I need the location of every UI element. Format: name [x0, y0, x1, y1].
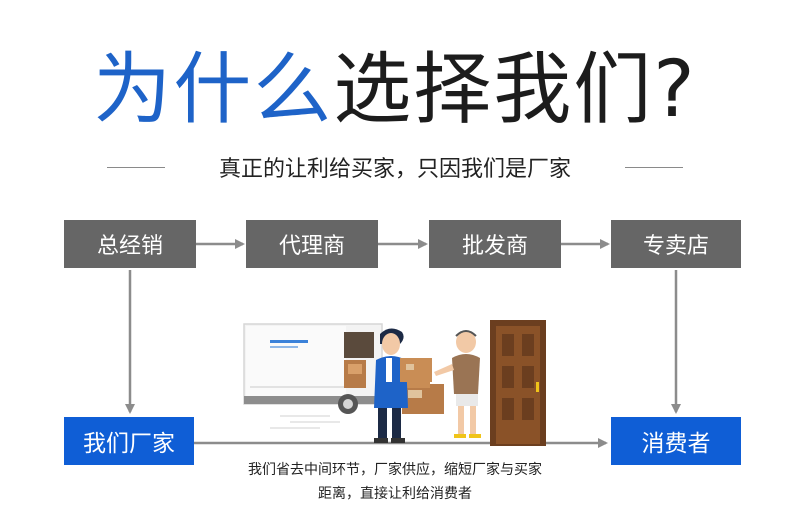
door-illustration — [490, 320, 546, 446]
truck-illustration — [243, 323, 383, 429]
chain-box-step4: 专卖店 — [611, 220, 741, 268]
chain-box-step1: 总经销 — [64, 220, 196, 268]
caption-line-2: 距离，直接让利给消费者 — [318, 486, 472, 502]
title-rest: 选择我们? — [333, 45, 697, 135]
chain-box-step2: 代理商 — [246, 220, 378, 268]
title-highlight: 为什么 — [93, 45, 334, 135]
consumer-box: 消费者 — [611, 417, 741, 465]
customer-illustration — [434, 330, 481, 438]
subtitle-rule-right — [625, 167, 683, 168]
subtitle: 真正的让利给买家，只因我们是厂家 — [218, 157, 571, 182]
factory-box: 我们厂家 — [64, 417, 194, 465]
caption-line-1: 我们省去中间环节，厂家供应，缩短厂家与买家 — [248, 462, 542, 478]
page-title: 为什么选择我们? — [0, 40, 790, 140]
courier-illustration — [374, 328, 432, 443]
subtitle-rule-left — [107, 167, 165, 168]
chain-box-step3: 批发商 — [429, 220, 561, 268]
delivery-illustration — [243, 320, 546, 446]
